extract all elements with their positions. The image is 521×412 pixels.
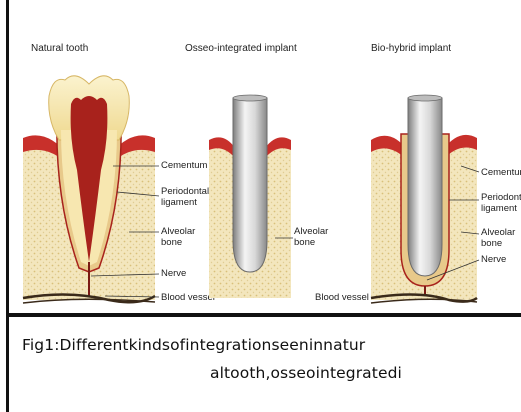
label-bone-biohybrid: bone	[481, 238, 502, 249]
label-blood-vessel: Blood vessel	[161, 292, 215, 303]
caption-line-2: altooth,osseointegratedi	[210, 359, 402, 387]
label-alveolar-osseo: Alveolar	[294, 226, 328, 237]
figure-caption: Fig1:Differentkindsofintegrationseeninna…	[12, 322, 521, 412]
label-cementum: Cementum	[161, 160, 208, 171]
label-bone-osseo: bone	[294, 237, 315, 248]
label-ligament: ligament	[161, 197, 197, 208]
label-nerve-biohybrid: Nerve	[481, 254, 506, 265]
label-alveolar-biohybrid: Alveolar	[481, 227, 515, 238]
biohybrid-implant	[408, 98, 442, 276]
panel-title-osseo: Osseo-integrated implant	[185, 43, 297, 54]
panel-title-biohybrid: Bio-hybrid implant	[371, 43, 451, 54]
label-bone: bone	[161, 237, 182, 248]
label-cementum-biohybrid: Cementum	[481, 167, 521, 178]
caption-line-1: Fig1:Differentkindsofintegrationseeninna…	[22, 331, 365, 359]
osseo-implant-panel: Osseo-integrated implant Alveolar bone B…	[185, 43, 369, 303]
biohybrid-implant-panel: Bio-hybrid implant Cementum	[371, 43, 521, 303]
panel-title-natural: Natural tooth	[31, 43, 88, 54]
label-blood-vessel-bottom: Blood vessel	[315, 292, 369, 303]
label-ligament-biohybrid: ligament	[481, 203, 517, 214]
titanium-implant	[233, 98, 267, 272]
natural-tooth-panel: Natural tooth	[23, 43, 215, 303]
label-nerve: Nerve	[161, 268, 186, 279]
label-periodontal: Periodontal	[161, 186, 209, 197]
tooth-integration-diagram: Natural tooth	[9, 0, 521, 313]
caption-divider	[6, 313, 521, 317]
label-periodontal-biohybrid: Periodontal	[481, 192, 521, 203]
label-alveolar: Alveolar	[161, 226, 195, 237]
